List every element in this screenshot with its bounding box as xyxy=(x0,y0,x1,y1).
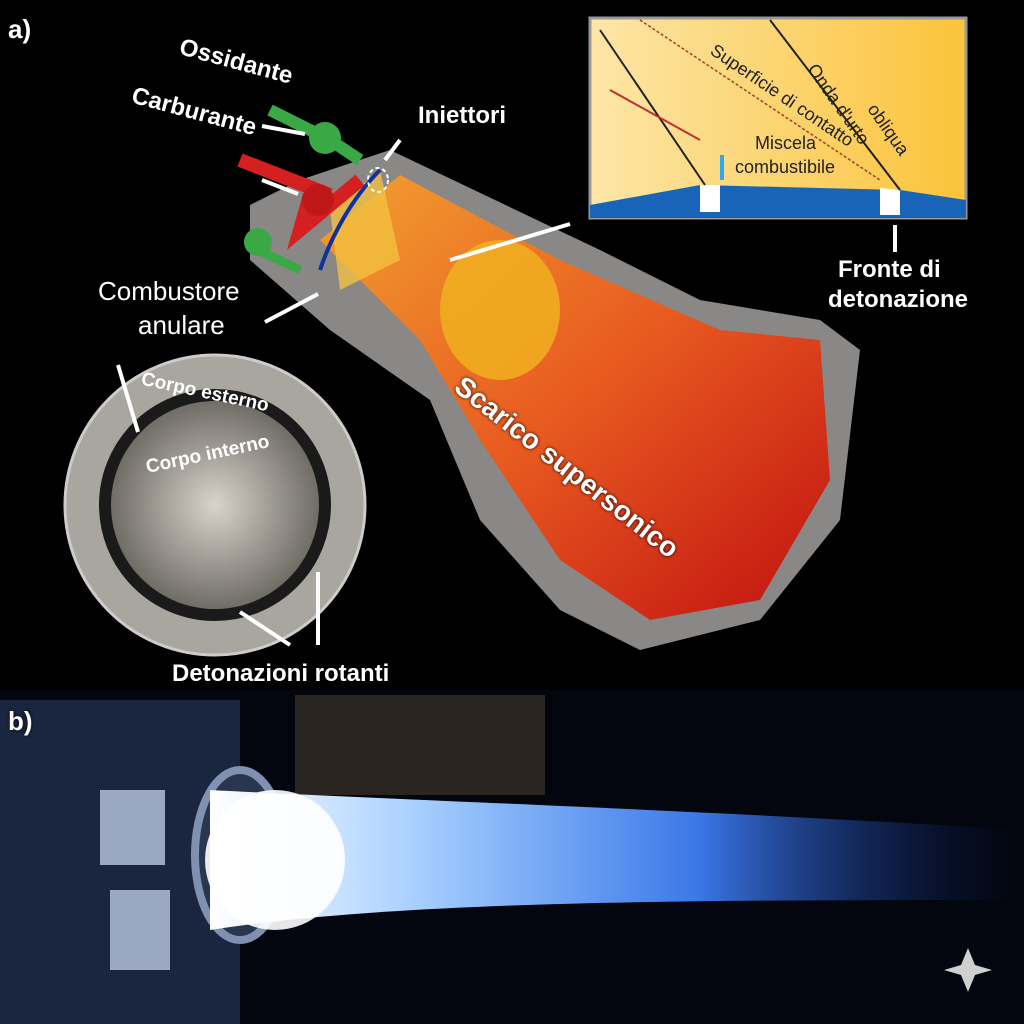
detonation-front-label-1: Fronte di xyxy=(838,256,941,283)
annular-cross-section xyxy=(63,353,367,657)
detonation-front-label-2: detonazione xyxy=(828,286,969,313)
injector-highlight xyxy=(367,167,389,193)
rotating-detonations-label: Detonazioni rotanti xyxy=(172,660,390,687)
panel-a-label: a) xyxy=(8,14,32,44)
fuel-injector xyxy=(237,153,365,250)
combustor-label-2: anulare xyxy=(138,310,225,340)
oxidizer-injector xyxy=(244,104,364,275)
engine-cutaway xyxy=(250,150,860,650)
arrows xyxy=(116,124,897,647)
injectors-label: Iniettori xyxy=(418,102,506,129)
panel-b-label: b) xyxy=(8,706,33,736)
fuel-mixture-label-2: combustibile xyxy=(735,157,836,177)
blue-flame xyxy=(210,790,1024,930)
fuel-mixture-label-1: Miscela xyxy=(755,133,817,153)
detonation-inset xyxy=(588,16,968,220)
test-photo xyxy=(0,690,1024,1024)
combustor-label-1: Combustore xyxy=(98,276,240,306)
sparkle-icon xyxy=(944,948,992,992)
